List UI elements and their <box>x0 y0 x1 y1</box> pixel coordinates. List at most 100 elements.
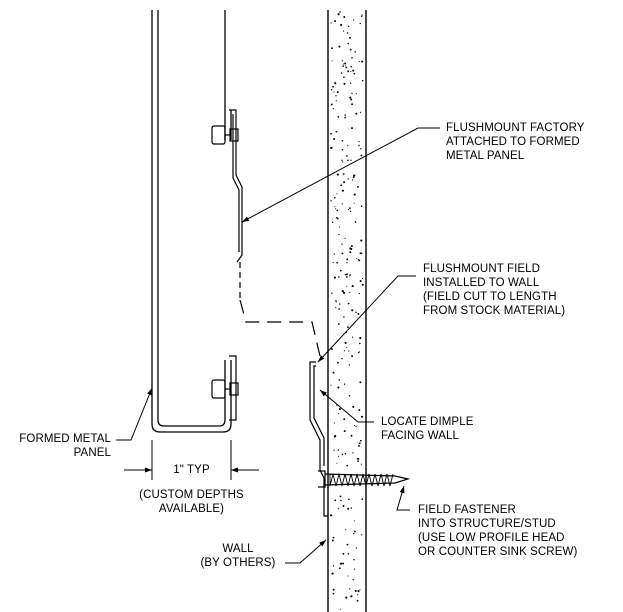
stipple-dot <box>339 495 342 498</box>
stipple-dot <box>359 442 361 444</box>
stipple-dot <box>358 409 361 412</box>
stipple-dot <box>341 139 344 142</box>
stipple-dot <box>351 179 354 181</box>
stipple-dot <box>336 209 339 212</box>
stipple-dot <box>332 536 335 539</box>
stipple-dot <box>358 61 360 63</box>
stipple-dot <box>354 424 356 426</box>
stipple-dot <box>349 275 351 277</box>
engagement-path <box>239 299 321 357</box>
stipple-dot <box>351 285 354 288</box>
field-fastener-callout: FIELD FASTENER INTO STRUCTURE/STUD (USE … <box>418 504 578 558</box>
stipple-dot <box>338 233 340 236</box>
stipple-dot <box>346 258 349 261</box>
stipple-dot <box>339 608 341 610</box>
stipple-dot <box>333 276 336 279</box>
stipple-dot <box>359 252 362 255</box>
stipple-dot <box>330 89 333 91</box>
formed-metal-panel <box>151 10 232 433</box>
stipple-dot <box>335 130 338 133</box>
stipple-dot <box>342 30 345 32</box>
stipple-dot <box>349 588 351 590</box>
stipple-dot <box>356 185 359 188</box>
stipple-dot <box>337 386 340 389</box>
stipple-dot <box>342 562 345 565</box>
stipple-dot <box>349 251 352 254</box>
stipple-dot <box>333 436 336 438</box>
stipple-dot <box>347 42 350 45</box>
stipple-dot <box>339 562 343 565</box>
stipple-dot <box>350 70 352 73</box>
flushmount-factory-clip <box>229 109 243 421</box>
stipple-dot <box>332 85 334 88</box>
stipple-dot <box>359 111 362 113</box>
stipple-dot <box>358 141 360 143</box>
stipple-dot <box>337 449 340 451</box>
leaders <box>116 127 440 564</box>
stipple-dot <box>330 384 332 386</box>
stipple-dot <box>333 91 335 93</box>
stipple-dot <box>351 103 354 106</box>
stipple-dot <box>343 76 345 78</box>
stipple-dot <box>332 588 335 591</box>
stipple-dot <box>349 210 352 213</box>
stipple-dot <box>332 565 335 567</box>
stipple-dot <box>341 203 343 205</box>
stipple-dot <box>355 93 357 95</box>
stipple-dot <box>343 82 346 85</box>
stipple-dot <box>339 269 342 272</box>
dimension-label: 1" TYP <box>173 464 210 476</box>
wall <box>327 10 367 612</box>
stipple-dot <box>343 16 346 18</box>
stipple-dot <box>359 439 362 442</box>
stipple-dot <box>345 273 348 276</box>
stipple-dot <box>357 594 359 596</box>
stipple-dot <box>343 418 346 421</box>
stipple-dot <box>333 138 336 140</box>
stipple-dot <box>358 144 360 147</box>
stipple-dot <box>353 520 355 522</box>
stipple-dot <box>346 543 349 546</box>
stipple-dot <box>354 530 356 533</box>
flushmount-factory-callout: FLUSHMOUNT FACTORY ATTACHED TO FORMED ME… <box>446 122 585 162</box>
stipple-dot <box>331 60 333 62</box>
stipple-dot <box>335 100 337 102</box>
concrete-stipple <box>330 11 364 610</box>
stipple-dot <box>330 348 333 351</box>
stipple-dot <box>349 207 351 209</box>
stipple-dot <box>358 444 360 447</box>
stipple-dot <box>355 112 358 115</box>
stipple-dot <box>332 592 335 595</box>
panel-bolt-upper <box>211 125 239 145</box>
stipple-dot <box>354 221 357 223</box>
stipple-dot <box>350 507 353 509</box>
stipple-dot <box>341 149 344 151</box>
stipple-dot <box>356 457 359 460</box>
flushmount-field-clip <box>309 361 328 517</box>
stipple-dot <box>334 82 337 85</box>
stipple-dot <box>343 350 346 352</box>
stipple-dot <box>342 65 345 67</box>
stipple-dot <box>361 277 364 280</box>
stipple-dot <box>337 413 340 415</box>
stipple-dot <box>351 57 353 59</box>
dimension-1in <box>124 440 259 480</box>
stipple-dot <box>347 145 349 147</box>
stipple-dot <box>359 381 362 384</box>
stipple-dot <box>360 15 363 17</box>
stipple-dot <box>349 274 351 276</box>
stipple-dot <box>345 155 348 157</box>
stipple-dot <box>348 498 350 501</box>
stipple-dot <box>344 62 347 65</box>
stipple-dot <box>333 449 335 451</box>
stipple-dot <box>331 221 334 224</box>
stipple-dot <box>336 91 339 94</box>
stipple-dot <box>359 351 361 353</box>
stipple-dot <box>355 311 357 314</box>
stipple-dot <box>345 66 348 69</box>
stipple-dot <box>344 65 346 67</box>
stipple-dot <box>355 425 357 428</box>
stipple-dot <box>335 300 337 302</box>
stipple-dot <box>345 596 348 599</box>
stipple-dot <box>353 202 355 204</box>
